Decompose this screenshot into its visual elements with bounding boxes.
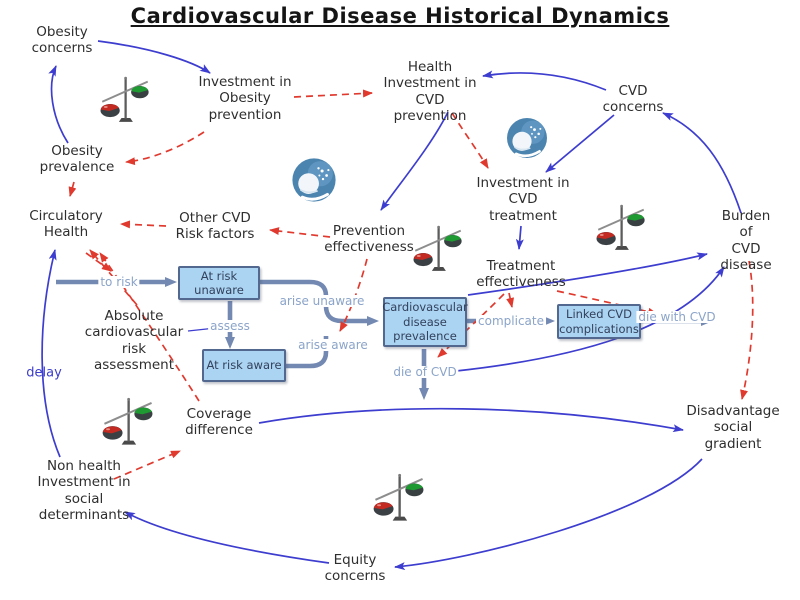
link-obesity-prevalence-to-circulatory: [68, 181, 77, 197]
node-non-health-investment: Non health Investment in social determin…: [37, 458, 131, 524]
flow-label-to-risk: to risk: [98, 275, 140, 289]
flow-arise-aware: [284, 336, 329, 369]
balance-scale-icon: [101, 396, 154, 446]
node-absolute-risk: Absolute cardiovascular risk assessment: [84, 308, 184, 374]
balance-scale-icon: [372, 472, 425, 522]
page-title: Cardiovascular Disease Historical Dynami…: [130, 4, 670, 28]
node-other-cvd-risk: Other CVD Risk factors: [175, 210, 255, 243]
node-cvd-concerns: CVD concerns: [602, 83, 664, 116]
link-investment-obesity-to-health-investment: [293, 89, 373, 98]
stock-at-risk-unaware: At risk unaware: [178, 266, 260, 300]
link-treatment-effectiveness-to-complicate: [506, 292, 515, 308]
node-equity-concerns: Equity concerns: [324, 552, 386, 585]
delay-label: delay: [26, 365, 62, 381]
flow-label-complicate: complicate: [476, 314, 546, 328]
node-coverage-difference: Coverage difference: [185, 406, 253, 439]
link-investment-treatment-to-treatment-effectiveness: [515, 225, 524, 250]
link-disadvantage-to-equity: [394, 458, 703, 571]
node-treatment-effectiveness: Treatment effectiveness: [476, 258, 566, 291]
link-health-investment-to-prevention-effectiveness: [380, 111, 449, 211]
blue-sphere-icon: [290, 156, 338, 204]
flow-label-assess: assess: [208, 319, 252, 333]
node-obesity-prevalence: Obesity prevalence: [39, 143, 115, 176]
stock-linked-cvd: Linked CVD complications: [557, 304, 641, 339]
stock-at-risk-aware: At risk aware: [202, 349, 286, 382]
node-investment-cvd-treatment: Investment in CVD treatment: [476, 175, 570, 224]
link-prevalence-to-burden: [467, 252, 708, 296]
link-cvd-concerns-to-health-investment: [482, 70, 607, 91]
node-health-investment: Health Investment in CVD prevention: [383, 59, 477, 125]
node-prevention-effectiveness: Prevention effectiveness: [324, 223, 414, 256]
link-health-investment-to-investment-treatment: [451, 112, 489, 169]
flow-label-die-with-cvd: die with CVD: [636, 310, 718, 324]
link-treatment-effectiveness-to-die-with-cvd: [556, 290, 658, 316]
stock-cvd-prevalence: Cardiovascular disease prevalence: [382, 297, 468, 347]
node-disadvantage-gradient: Disadvantage social gradient: [686, 403, 780, 452]
link-circulatory-to-to-risk: [85, 252, 112, 272]
link-obesity-concerns-to-investment-obesity: [97, 40, 211, 74]
link-burden-to-disadvantage: [740, 260, 754, 400]
balance-scale-icon: [595, 203, 646, 251]
link-obesity-prevalence-to-obesity-concerns: [48, 65, 69, 144]
link-non-health-investment-to-circulatory-delay: [41, 249, 61, 458]
link-prevention-effectiveness-to-other-cvd: [269, 227, 331, 238]
node-circulatory-health: Circulatory Health: [29, 208, 103, 241]
flow-label-arise-aware: arise aware: [296, 338, 370, 352]
link-other-cvd-to-circulatory: [120, 220, 167, 229]
node-burden-cvd: Burden of CVD disease: [720, 208, 772, 274]
balance-scale-icon: [412, 224, 463, 272]
flow-label-die-of-cvd: die of CVD: [391, 365, 459, 379]
link-coverage-to-disadvantage: [258, 407, 684, 433]
link-cvd-concerns-to-investment-treatment: [545, 114, 615, 173]
node-obesity-concerns: Obesity concerns: [31, 24, 93, 57]
link-burden-to-cvd-concerns: [662, 112, 742, 214]
balance-scale-icon: [99, 75, 150, 123]
link-equity-to-non-health-investment: [124, 511, 330, 564]
link-investment-obesity-to-obesity-prevalence: [125, 131, 205, 166]
node-investment-obesity: Investment in Obesity prevention: [198, 74, 292, 123]
flow-label-arise-unaware: arise unaware: [277, 294, 367, 308]
link-prevention-effectiveness-to-arise-aware: [339, 258, 368, 332]
blue-sphere-icon: [505, 116, 549, 160]
